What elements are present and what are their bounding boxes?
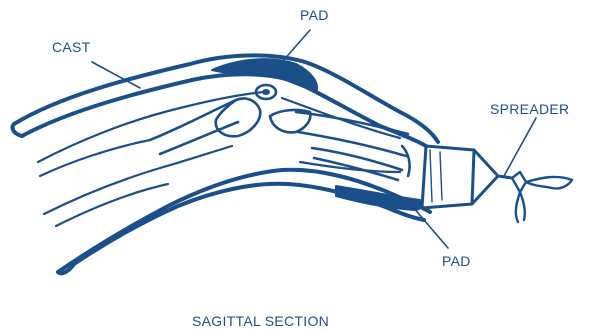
bones <box>150 85 410 180</box>
spreader-label: SPREADER <box>490 102 569 116</box>
pad-top-label: PAD <box>300 8 329 22</box>
cast-label: CAST <box>52 40 91 54</box>
pad-bottom-label: PAD <box>442 254 471 268</box>
spreader-tie <box>512 172 572 222</box>
spreader-block <box>422 146 512 208</box>
section-caption: SAGITTAL SECTION <box>192 314 329 328</box>
cast-shell <box>12 55 438 273</box>
limb-outline <box>38 92 400 226</box>
